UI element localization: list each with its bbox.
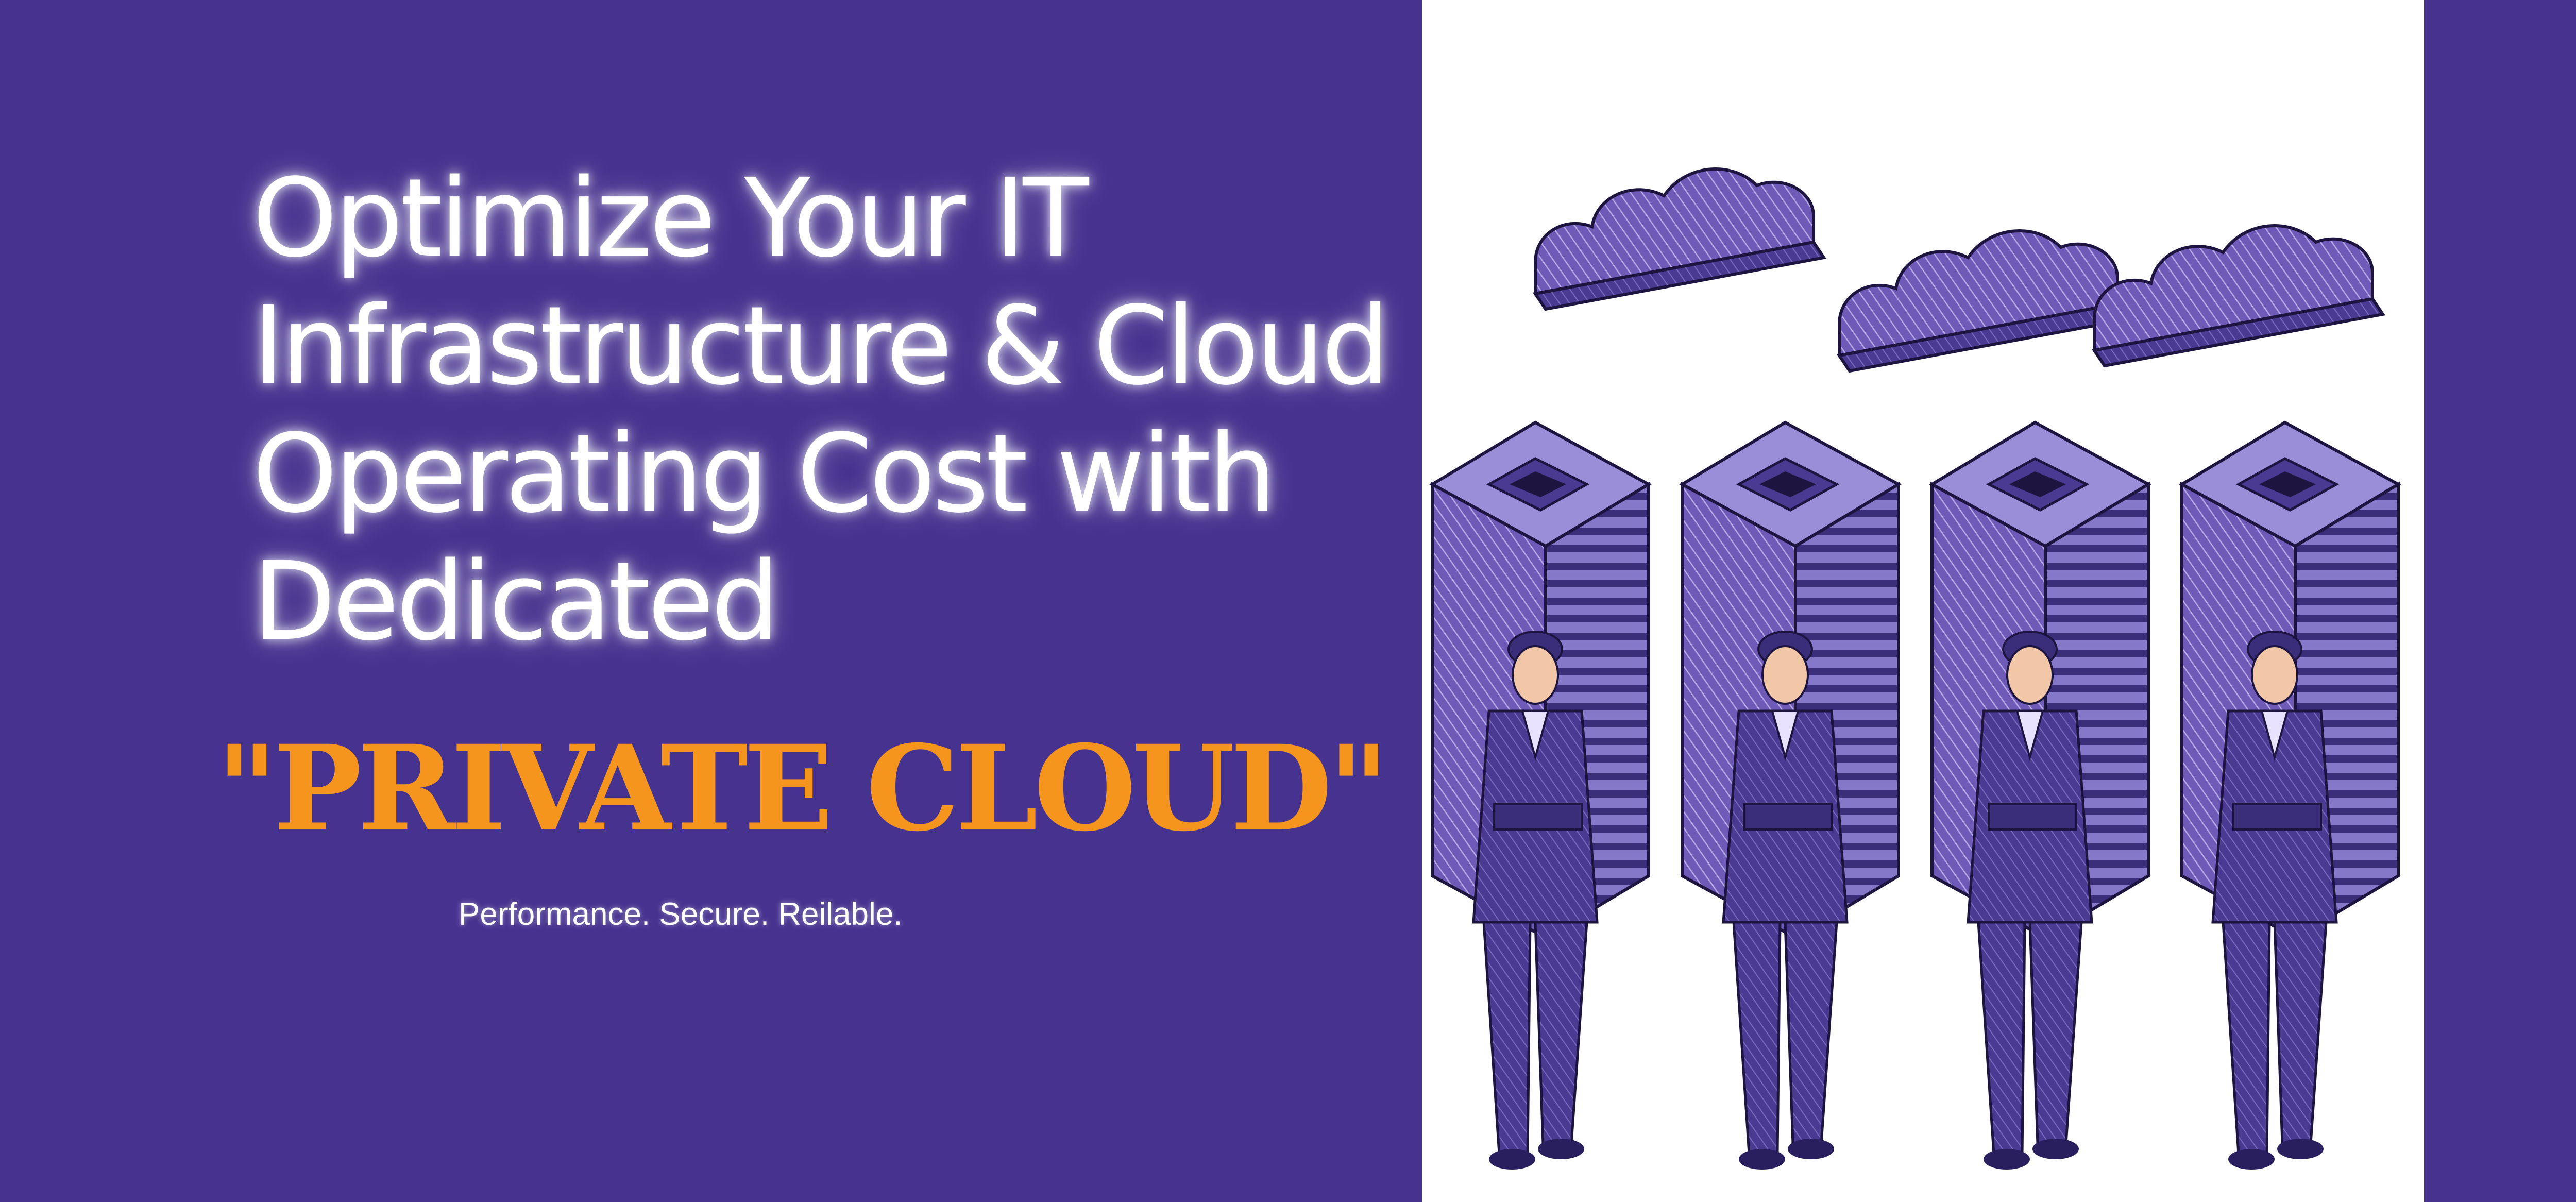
headline-line: Optimize Your IT [252,155,1089,281]
businessman-icon [1723,632,1847,1170]
headline-line: Operating Cost with [252,411,1277,537]
businessman-icon [1968,632,2092,1170]
headline: Optimize Your IT Infrastructure & Cloud … [252,155,1390,666]
businessman-icon [2213,632,2336,1170]
product-name: "PRIVATE CLOUD" [216,719,1389,857]
cloud-icon [1839,231,2128,371]
headline-line: Infrastructure & Cloud [252,283,1390,409]
cloud-icon [1535,169,1824,309]
illustration-panel [1422,0,2424,1202]
cloud-icon [2094,226,2383,366]
server-illustration [1422,0,2424,1202]
businessman-icon [1473,632,1597,1170]
tagline: Performance. Secure. Reilable. [459,896,903,932]
headline-line: Dedicated [252,538,780,665]
